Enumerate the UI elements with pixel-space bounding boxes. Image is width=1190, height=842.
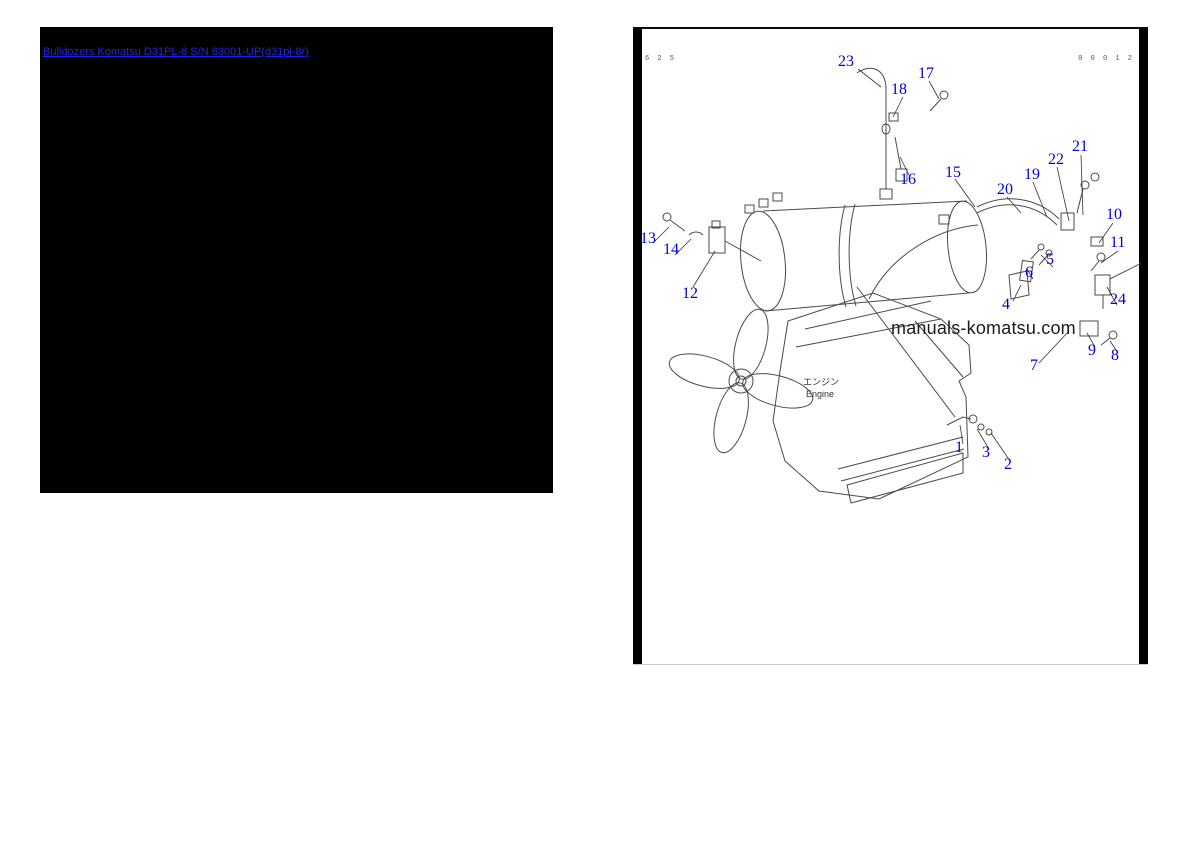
callout-22: 22: [1048, 151, 1064, 168]
callout-15: 15: [945, 164, 961, 181]
watermark-text: manuals-komatsu.com: [891, 318, 1076, 338]
callout-24: 24: [1110, 291, 1126, 308]
manual-title-link[interactable]: Bulldozers Komatsu D31PL-8 S/N 63001-UP(…: [43, 46, 309, 58]
leader-lines: [652, 68, 1119, 462]
page-code-left: 6 2 5: [645, 55, 677, 63]
engine-label-jp: エンジン: [803, 377, 839, 387]
page-code-right: 0 0 0 1 2: [1078, 55, 1134, 63]
callout-17: 17: [918, 65, 934, 82]
engine-diagram-art: エンジン Engine: [662, 67, 1142, 504]
callout-14: 14: [663, 241, 679, 258]
callout-13: 13: [640, 230, 656, 247]
callout-19: 19: [1024, 166, 1040, 183]
callout-23: 23: [838, 53, 854, 70]
parts-diagram-panel: 6 2 5 0 0 0 1 2: [633, 27, 1148, 665]
callout-7: 7: [1030, 357, 1038, 374]
engine-label-en: Engine: [806, 389, 834, 399]
callout-20: 20: [997, 181, 1013, 198]
callout-11: 11: [1110, 234, 1126, 251]
callout-3: 3: [982, 444, 990, 461]
callout-16: 16: [900, 171, 916, 188]
callout-4: 4: [1002, 296, 1010, 313]
callout-8: 8: [1111, 347, 1119, 364]
callout-5: 5: [1046, 251, 1054, 268]
callout-18: 18: [891, 81, 907, 98]
callout-1: 1: [955, 439, 963, 456]
manual-cover-panel: Bulldozers Komatsu D31PL-8 S/N 63001-UP(…: [40, 27, 553, 493]
scan-edge-left: [633, 29, 642, 664]
callout-9: 9: [1088, 342, 1096, 359]
callout-10: 10: [1106, 206, 1122, 223]
scan-edge-right: [1139, 29, 1148, 664]
callout-2: 2: [1004, 456, 1012, 473]
callout-12: 12: [682, 285, 698, 302]
callout-6: 6: [1025, 264, 1033, 281]
callout-21: 21: [1072, 138, 1088, 155]
